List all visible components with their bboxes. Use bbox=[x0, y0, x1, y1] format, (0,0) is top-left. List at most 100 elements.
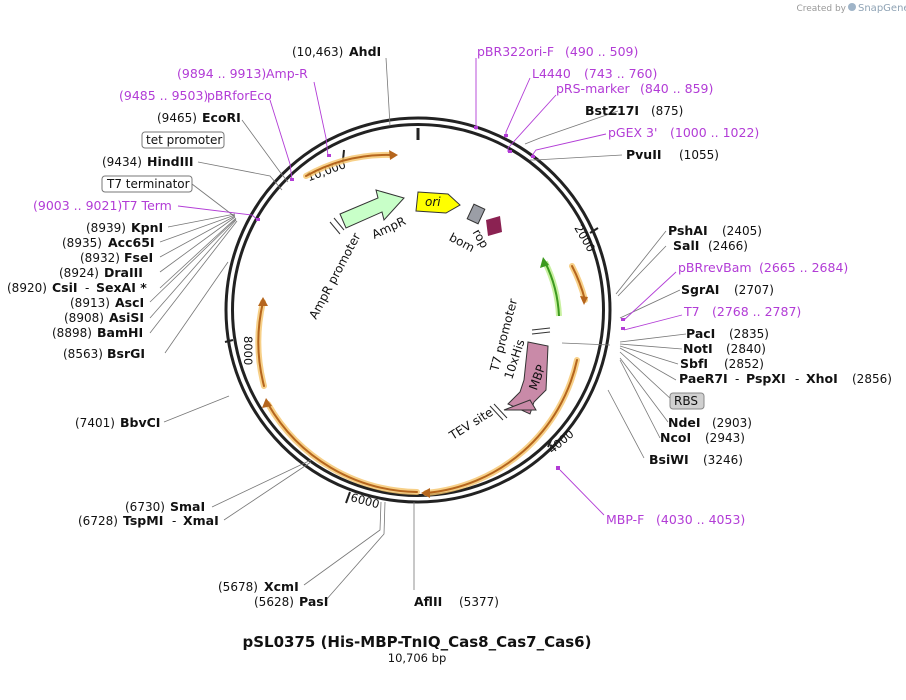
enzyme-name: BstZ17I bbox=[585, 103, 639, 118]
enzyme-bsiwi: BsiWI (3246) bbox=[649, 452, 743, 467]
primer-pbrrevbam: pBRrevBam (2665 .. 2684) bbox=[678, 260, 848, 275]
t7-terminator-label: T7 terminator bbox=[106, 177, 190, 191]
enzyme-bamhi: (8898) BamHI bbox=[52, 325, 143, 340]
enzyme-noti: NotI (2840) bbox=[683, 341, 766, 356]
enzyme-name: PvuII bbox=[626, 147, 662, 162]
enzyme-pos: (8920) bbox=[7, 281, 47, 295]
enzyme-draiii: (8924) DraIII bbox=[59, 265, 143, 280]
orf-arcs bbox=[255, 151, 588, 496]
primer-pos: (9003 .. 9021) bbox=[33, 198, 122, 213]
primer-l4440: L4440 (743 .. 760) bbox=[532, 66, 657, 81]
enzyme-name: SalI bbox=[673, 238, 699, 253]
rbs-box: RBS bbox=[669, 392, 705, 410]
enzyme-pos: (7401) bbox=[75, 416, 115, 430]
enzyme-xcmi: (5678) XcmI bbox=[218, 579, 299, 594]
enzyme-pos: (8913) bbox=[70, 296, 110, 310]
enzyme-ndei: NdeI (2903) bbox=[668, 415, 752, 430]
enzyme-ecori: (9465) EcoRI bbox=[157, 110, 241, 125]
enzyme-sep-2: - bbox=[795, 372, 799, 386]
primer-name: pGEX 3' bbox=[608, 125, 657, 140]
enzyme-pos: (8898) bbox=[52, 326, 92, 340]
primer-mbp-f: MBP-F (4030 .. 4053) bbox=[606, 512, 745, 527]
tick-label-4000: 4000 bbox=[545, 427, 576, 457]
ori-label: ori bbox=[425, 195, 441, 209]
primer-pbr322ori-f: pBR322ori-F (490 .. 509) bbox=[477, 44, 638, 59]
primer-lines bbox=[177, 58, 683, 516]
enzyme-pos: (6730) bbox=[125, 500, 165, 514]
snapgene-logo-icon bbox=[848, 3, 856, 11]
enzyme-pasi: (5628) PasI bbox=[254, 594, 328, 609]
enzyme-pos: (8908) bbox=[64, 311, 104, 325]
enzyme-name: PaeR7I bbox=[679, 371, 728, 386]
enzyme-paci: PacI (2835) bbox=[686, 326, 769, 341]
enzyme-tspmi: (6728) TspMI - XmaI bbox=[78, 513, 219, 528]
enzyme-name: AhdI bbox=[349, 44, 381, 59]
enzyme-name: AsiSI bbox=[109, 310, 144, 325]
enzyme-aflii: AflII (5377) bbox=[414, 594, 499, 609]
enzyme-name: SbfI bbox=[680, 356, 708, 371]
enzyme-sgrai: SgrAI (2707) bbox=[681, 282, 774, 297]
enzyme-pos: (2943) bbox=[705, 431, 745, 445]
primer-pos: (2665 .. 2684) bbox=[759, 260, 848, 275]
enzyme-name: Acc65I bbox=[108, 235, 155, 250]
primer-pos: (9894 .. 9913) bbox=[177, 66, 266, 81]
enzyme-csii: (8920) CsiI - SexAI * bbox=[7, 280, 147, 295]
primer-t7-term: (9003 .. 9021) T7 Term bbox=[33, 198, 172, 213]
enzyme-ahdi: (10,463) AhdI bbox=[292, 44, 381, 59]
orf-arrowheads bbox=[258, 150, 588, 498]
green-orf-arrowhead bbox=[540, 257, 549, 268]
backbone-outer bbox=[224, 116, 612, 504]
ori-feature: ori bbox=[415, 191, 461, 214]
primer-pos: (4030 .. 4053) bbox=[656, 512, 745, 527]
enzyme-asisi: (8908) AsiSI bbox=[64, 310, 144, 325]
enzyme-hindiii: (9434) HindIII bbox=[102, 154, 194, 169]
tev-site-label: TEV site bbox=[446, 405, 495, 443]
primer-pos: (490 .. 509) bbox=[565, 44, 638, 59]
primer-marks bbox=[256, 126, 625, 470]
primer-name: pBRforEco bbox=[207, 88, 272, 103]
enzyme-name: HindIII bbox=[147, 154, 194, 169]
mbp-feature: MBP bbox=[503, 341, 549, 415]
enzyme-pos: (2852) bbox=[724, 357, 764, 371]
enzyme-name: NdeI bbox=[668, 415, 701, 430]
enzyme-pos: (6728) bbox=[78, 514, 118, 528]
green-orf-arc bbox=[542, 260, 562, 317]
enzyme-asci: (8913) AscI bbox=[70, 295, 144, 310]
enzyme-pos: (1055) bbox=[679, 148, 719, 162]
enzyme-pos: (8935) bbox=[62, 236, 102, 250]
enzyme-pos: (9465) bbox=[157, 111, 197, 125]
ampr-promoter-label: AmpR promoter bbox=[306, 231, 363, 322]
primer-t7: T7 (2768 .. 2787) bbox=[683, 304, 801, 319]
primer-pos: (2768 .. 2787) bbox=[712, 304, 801, 319]
enzyme-pos: (9434) bbox=[102, 155, 142, 169]
enzyme-pos: (2466) bbox=[708, 239, 748, 253]
enzyme-pos: (8932) bbox=[80, 251, 120, 265]
enzyme-pos: (2835) bbox=[729, 327, 769, 341]
enzyme-sep: - bbox=[85, 281, 89, 295]
primer-pos: (9485 .. 9503) bbox=[119, 88, 208, 103]
primer-pbrforeco: (9485 .. 9503) pBRforEco bbox=[119, 88, 272, 103]
primer-name: MBP-F bbox=[606, 512, 644, 527]
enzyme-pos: (8939) bbox=[86, 221, 126, 235]
primer-name: pRS-marker bbox=[556, 81, 631, 96]
tet-promoter-box: tet promoter bbox=[141, 131, 225, 149]
enzyme-smai: (6730) SmaI bbox=[125, 499, 205, 514]
backbone-inner bbox=[231, 123, 605, 497]
enzyme-pvuii: PvuII (1055) bbox=[626, 147, 719, 162]
enzyme-name: FseI bbox=[124, 250, 153, 265]
enzyme-name: PasI bbox=[299, 594, 328, 609]
enzyme-pos: (5678) bbox=[218, 580, 258, 594]
enzyme-pos: (3246) bbox=[703, 453, 743, 467]
t7-terminator-box: T7 terminator bbox=[101, 175, 193, 193]
primer-prs-marker: pRS-marker (840 .. 859) bbox=[556, 81, 713, 96]
snapgene-brand: SnapGene bbox=[858, 3, 906, 14]
primer-name: pBRrevBam bbox=[678, 260, 752, 275]
enzyme-name: AflII bbox=[414, 594, 442, 609]
enzyme-bstz17i: BstZ17I (875) bbox=[585, 103, 683, 118]
ampr-promoter-feature: AmpR promoter bbox=[306, 217, 363, 322]
primer-name: Amp-R bbox=[266, 66, 308, 81]
tick-label-2000: 2000 bbox=[571, 222, 598, 254]
tick-label-8000: 8000 bbox=[241, 336, 255, 365]
primer-amp-r: (9894 .. 9913) Amp-R bbox=[177, 66, 308, 81]
enzyme-name: PacI bbox=[686, 326, 715, 341]
